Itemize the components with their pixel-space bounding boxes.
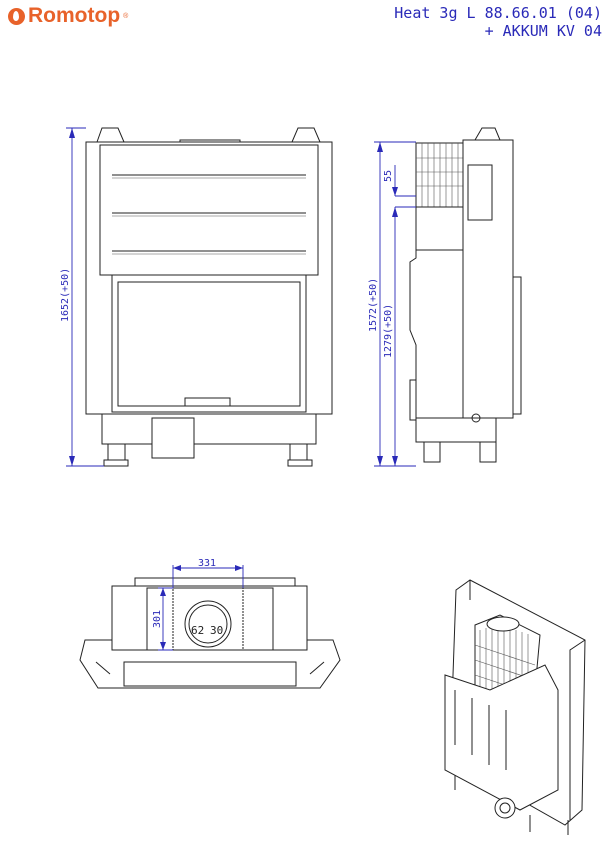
plan-depth-dim: 301 [152,610,163,628]
title-line-1: Heat 3g L 88.66.01 (04) [394,4,602,22]
front-height-dim: 1652(+50) [60,268,71,322]
title-line-2: + AKKUM KV 04 [484,22,602,40]
isometric-view [444,579,586,835]
ring-label-30: 30 [210,624,223,637]
romotop-logo: Romotop® [8,4,128,28]
ring-label-62: 62 [191,624,204,637]
product-title: Heat 3g L 88.66.01 (04) + AKKUM KV 04 [394,4,602,40]
side-offset-dim: 55 [383,170,394,182]
side-height-dim: 1572(+50) [368,278,379,332]
flame-icon [8,7,25,25]
brand-name: Romotop [28,4,121,27]
plan-view: 331 301 62 30 [79,558,341,689]
plan-width-dim: 331 [198,558,216,569]
side-inner-dim: 1279(+50) [383,304,394,358]
side-view: 1572(+50) 1279(+50) 55 [368,127,522,467]
front-view: 1652(+50) [60,127,333,467]
registered-mark: ® [123,12,129,20]
